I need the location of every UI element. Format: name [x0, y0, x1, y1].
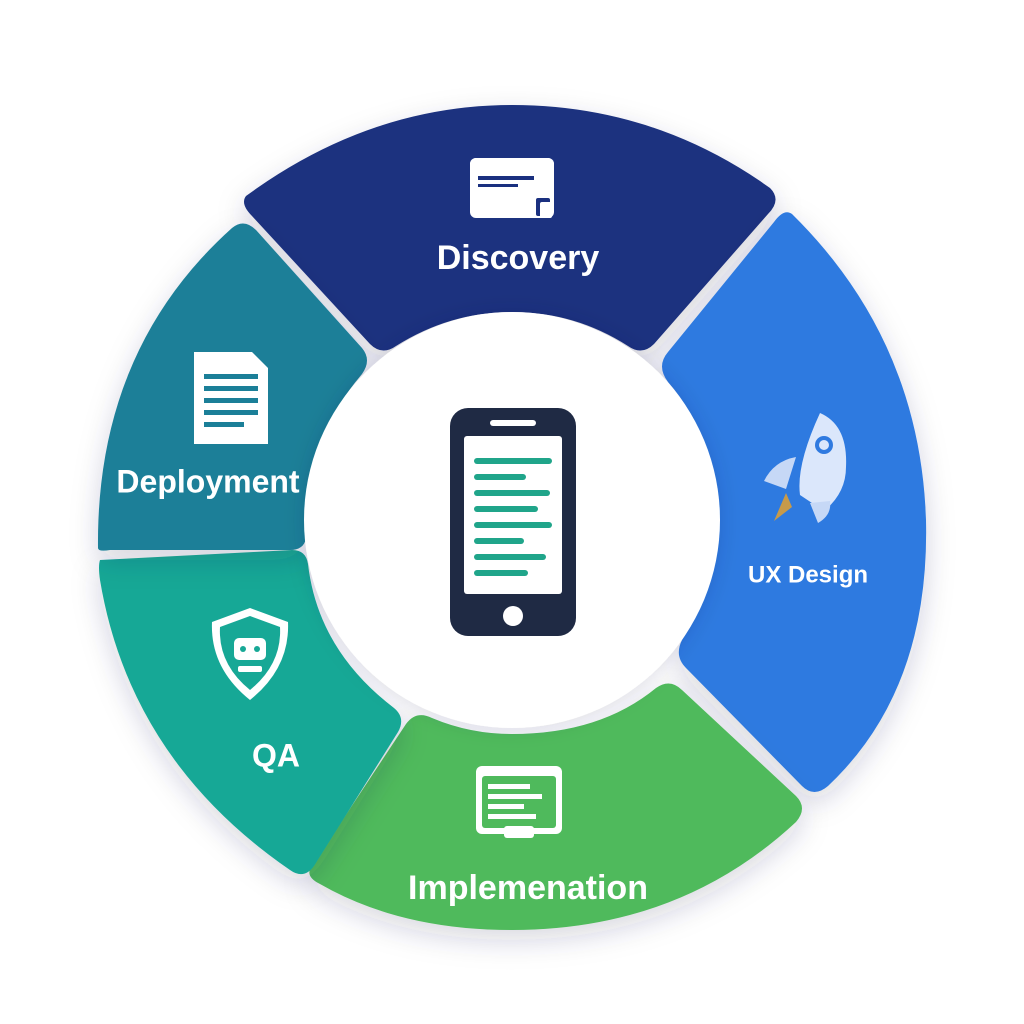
segment-ux-design-shape — [662, 212, 927, 792]
rocket-icon — [764, 413, 847, 523]
segment-ux-design — [662, 212, 927, 792]
code-editor-icon — [476, 766, 562, 838]
shield-robot-icon — [211, 608, 289, 700]
document-icon — [194, 352, 268, 444]
browser-window-icon — [470, 158, 554, 218]
segment-qa-label: QA — [252, 737, 300, 773]
segment-deployment-label: Deployment — [116, 463, 299, 499]
segment-implementation-label: Implemenation — [408, 869, 648, 907]
segment-discovery-label: Discovery — [437, 239, 600, 277]
smartphone-icon — [450, 408, 576, 636]
segment-qa — [99, 550, 402, 875]
segment-ux-design-label: UX Design — [748, 561, 868, 588]
segment-discovery — [244, 105, 776, 351]
segment-qa-shape — [99, 550, 402, 875]
segment-discovery-shape — [244, 105, 776, 351]
